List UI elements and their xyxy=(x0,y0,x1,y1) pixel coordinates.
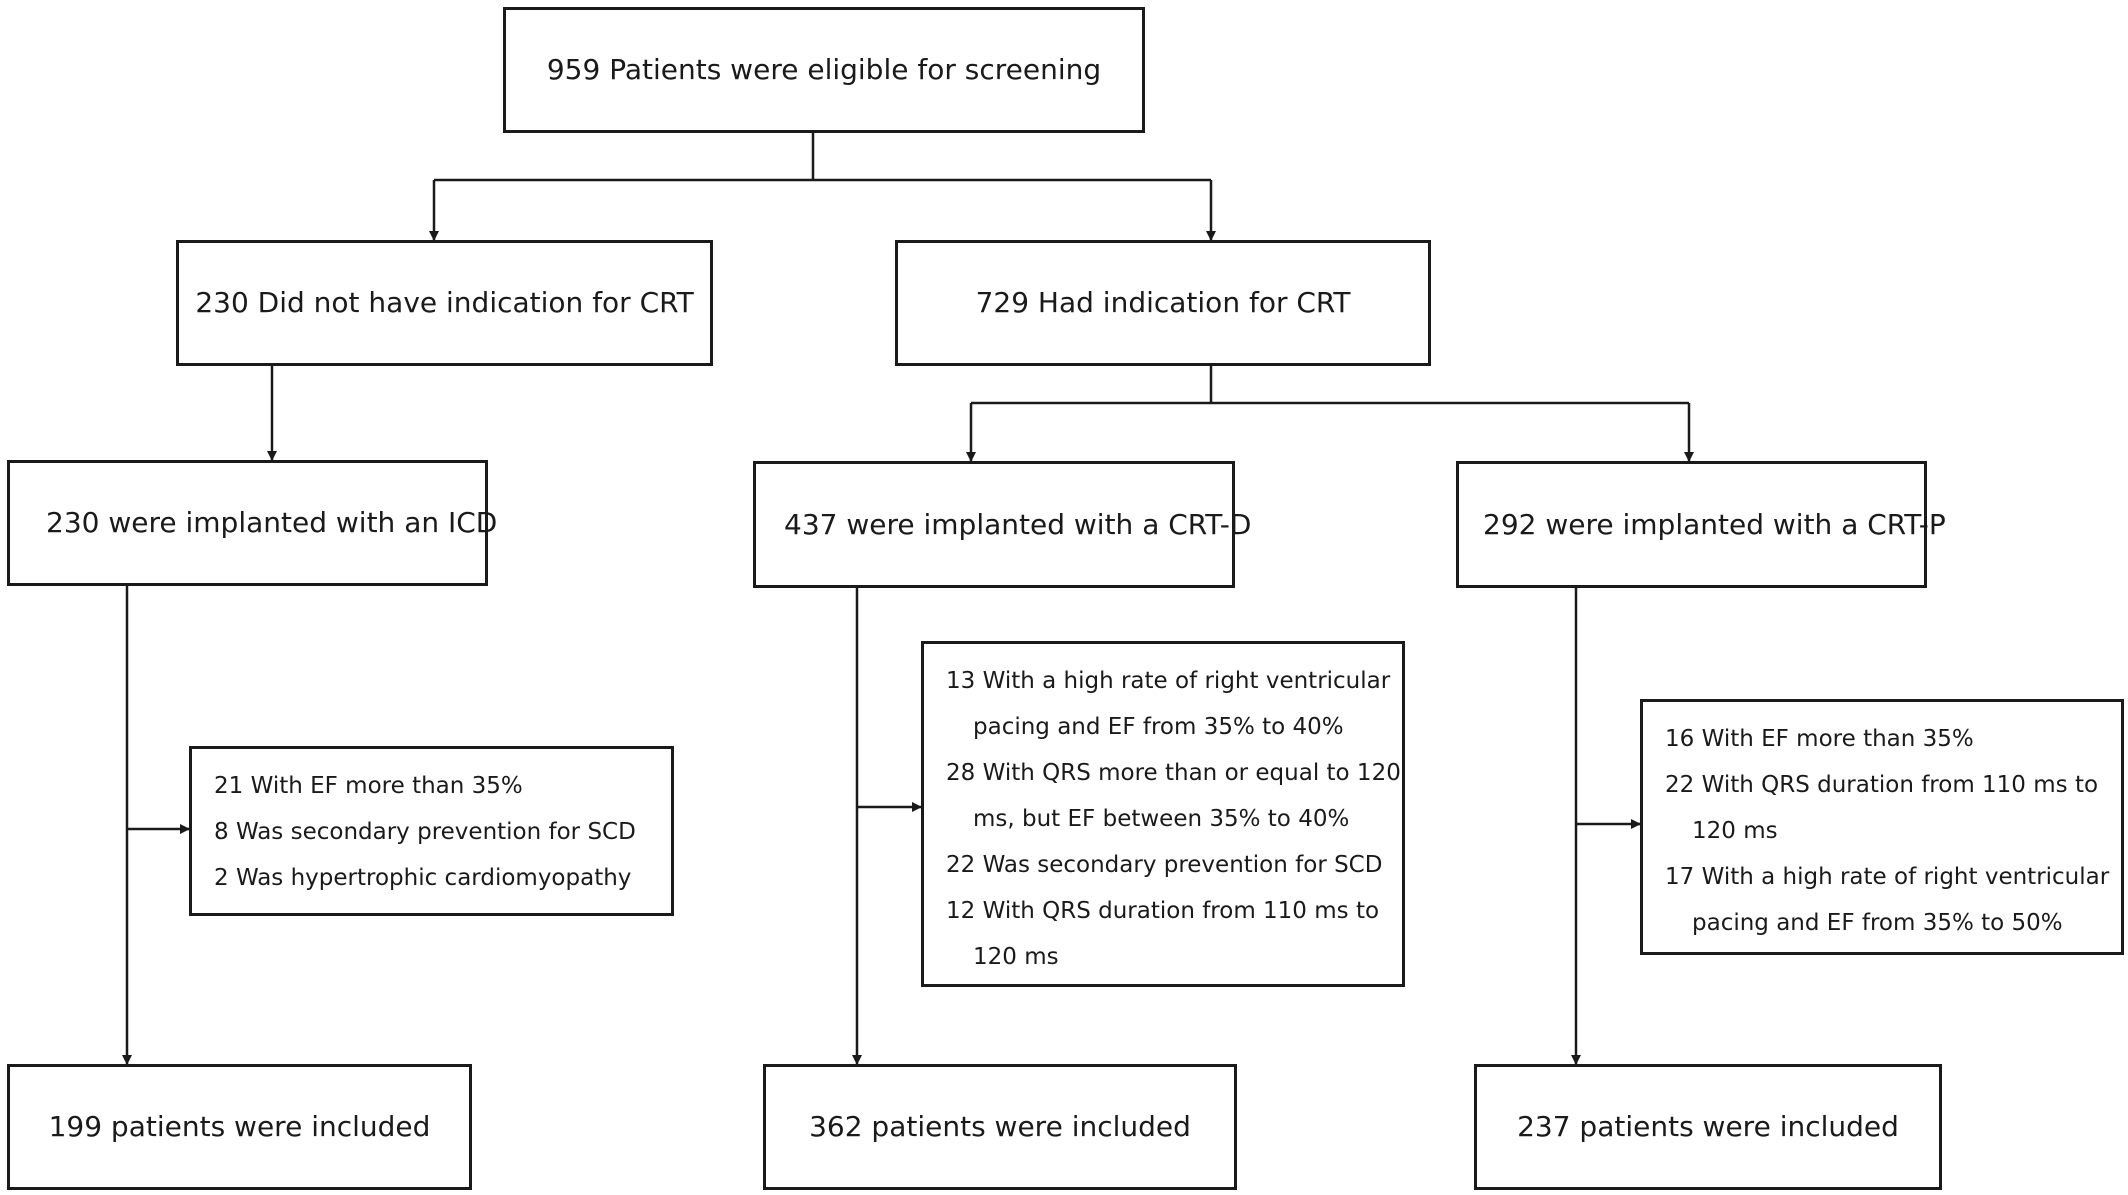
crtd-box: 437 were implanted with a CRT-D xyxy=(753,461,1251,588)
exclusion-item: 17 With a high rate of right ventricular… xyxy=(1665,864,2110,936)
crtd-included-label: 362 patients were included xyxy=(809,1110,1191,1144)
crtp-label: 292 were implanted with a CRT-P xyxy=(1483,507,1946,541)
no-indication-box: 230 Did not have indication for CRT xyxy=(176,240,713,366)
had-indication-box: 729 Had indication for CRT xyxy=(895,240,1431,366)
no-indication-label: 230 Did not have indication for CRT xyxy=(195,286,694,320)
exclusion-item: 16 With EF more than 35% xyxy=(1665,726,1974,752)
crtp-included-box: 237 patients were included xyxy=(1474,1064,1942,1190)
exclusion-item: 22 Was secondary prevention for SCD xyxy=(946,852,1383,878)
crtd-label: 437 were implanted with a CRT-D xyxy=(784,507,1252,541)
icd-exclusions-box: 21 With EF more than 35% 8 Was secondary… xyxy=(189,746,674,916)
icd-label: 230 were implanted with an ICD xyxy=(46,506,498,540)
screening-box: 959 Patients were eligible for screening xyxy=(503,7,1145,133)
crtd-exclusions-box: 13 With a high rate of right ventricular… xyxy=(921,641,1405,987)
exclusion-item: 28 With QRS more than or equal to 120 ms… xyxy=(946,760,1401,832)
exclusion-item: 22 With QRS duration from 110 ms to 120 … xyxy=(1665,772,2099,844)
exclusion-item: 21 With EF more than 35% xyxy=(214,773,523,799)
crtp-included-label: 237 patients were included xyxy=(1517,1110,1899,1144)
icd-included-label: 199 patients were included xyxy=(48,1110,431,1144)
exclusion-item: 8 Was secondary prevention for SCD xyxy=(214,819,636,845)
exclusion-item: 2 Was hypertrophic cardiomyopathy xyxy=(214,865,632,891)
crtp-box: 292 were implanted with a CRT-P xyxy=(1456,461,1946,588)
exclusion-item: 13 With a high rate of right ventricular… xyxy=(946,668,1391,740)
icd-box: 230 were implanted with an ICD xyxy=(7,460,497,586)
crtp-exclusions-box: 16 With EF more than 35% 22 With QRS dur… xyxy=(1640,699,2124,955)
had-indication-label: 729 Had indication for CRT xyxy=(975,286,1351,320)
crtd-included-box: 362 patients were included xyxy=(763,1064,1237,1190)
icd-included-box: 199 patients were included xyxy=(7,1064,472,1190)
screening-label: 959 Patients were eligible for screening xyxy=(546,53,1102,87)
exclusion-item: 12 With QRS duration from 110 ms to 120 … xyxy=(946,898,1380,970)
